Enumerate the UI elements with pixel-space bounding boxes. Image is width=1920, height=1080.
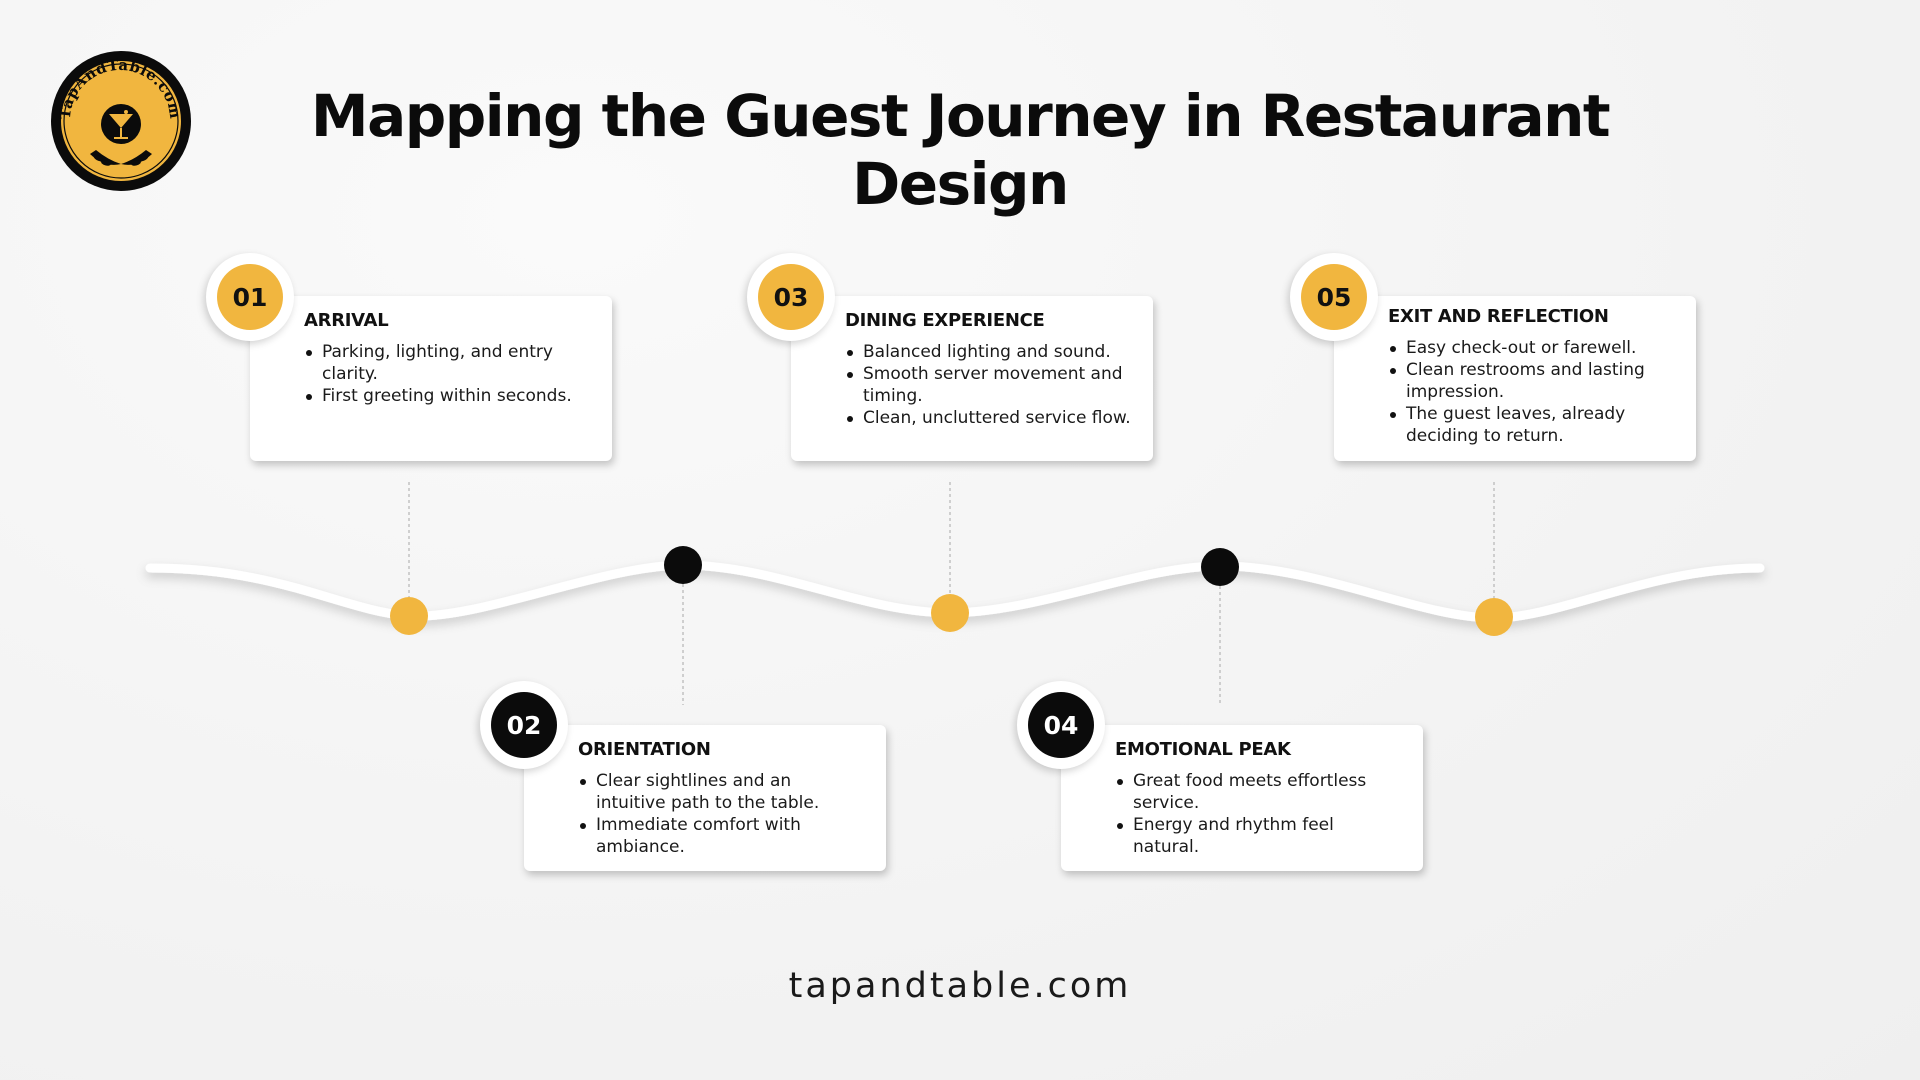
page-title: Mapping the Guest Journey in Restaurant … [310,82,1611,218]
step-bullet: Parking, lighting, and entry clarity. [304,341,592,385]
step-bullets: Balanced lighting and sound. Smooth serv… [845,341,1133,429]
step-bullet: First greeting within seconds. [304,385,592,407]
step-bullet: Immediate comfort with ambiance. [578,814,866,858]
laurel-icon [90,150,152,166]
step-badge-01: 01 [206,253,294,341]
step-heading: EXIT AND REFLECTION [1388,306,1609,327]
step-bullet: Smooth server movement and timing. [845,363,1133,407]
step-bullets: Easy check-out or farewell. Clean restro… [1388,337,1676,447]
step-card-05: EXIT AND REFLECTION Easy check-out or fa… [1334,296,1696,461]
step-bullet: The guest leaves, already deciding to re… [1388,403,1676,447]
step-badge-03: 03 [747,253,835,341]
step-card-04: EMOTIONAL PEAK Great food meets effortle… [1061,725,1423,871]
tapandtable-logo: TapAndTable.com [51,51,191,191]
marker-01 [390,597,428,635]
step-bullet: Easy check-out or farewell. [1388,337,1676,359]
step-badge-04: 04 [1017,681,1105,769]
step-bullets: Parking, lighting, and entry clarity. Fi… [304,341,592,407]
footer-url: tapandtable.com [788,966,1132,1006]
step-badge-05: 05 [1290,253,1378,341]
step-heading: DINING EXPERIENCE [845,310,1045,331]
step-number: 01 [217,264,283,330]
step-bullet: Energy and rhythm feel natural. [1115,814,1403,858]
step-heading: EMOTIONAL PEAK [1115,739,1291,760]
cocktail-glass-icon [101,104,141,144]
marker-05 [1475,598,1513,636]
step-heading: ARRIVAL [304,310,389,331]
step-number: 04 [1028,692,1094,758]
step-bullets: Great food meets effortless service. Ene… [1115,770,1403,858]
marker-02 [664,546,702,584]
step-card-02: ORIENTATION Clear sightlines and an intu… [524,725,886,871]
step-heading: ORIENTATION [578,739,711,760]
step-card-03: DINING EXPERIENCE Balanced lighting and … [791,296,1153,461]
step-number: 03 [758,264,824,330]
step-bullet: Balanced lighting and sound. [845,341,1133,363]
step-badge-02: 02 [480,681,568,769]
step-number: 05 [1301,264,1367,330]
step-number: 02 [491,692,557,758]
marker-04 [1201,548,1239,586]
marker-03 [931,594,969,632]
step-bullet: Clean, uncluttered service flow. [845,407,1133,429]
step-card-01: ARRIVAL Parking, lighting, and entry cla… [250,296,612,461]
step-bullet: Clear sightlines and an intuitive path t… [578,770,866,814]
step-bullet: Great food meets effortless service. [1115,770,1403,814]
step-bullets: Clear sightlines and an intuitive path t… [578,770,866,858]
step-bullet: Clean restrooms and lasting impression. [1388,359,1676,403]
